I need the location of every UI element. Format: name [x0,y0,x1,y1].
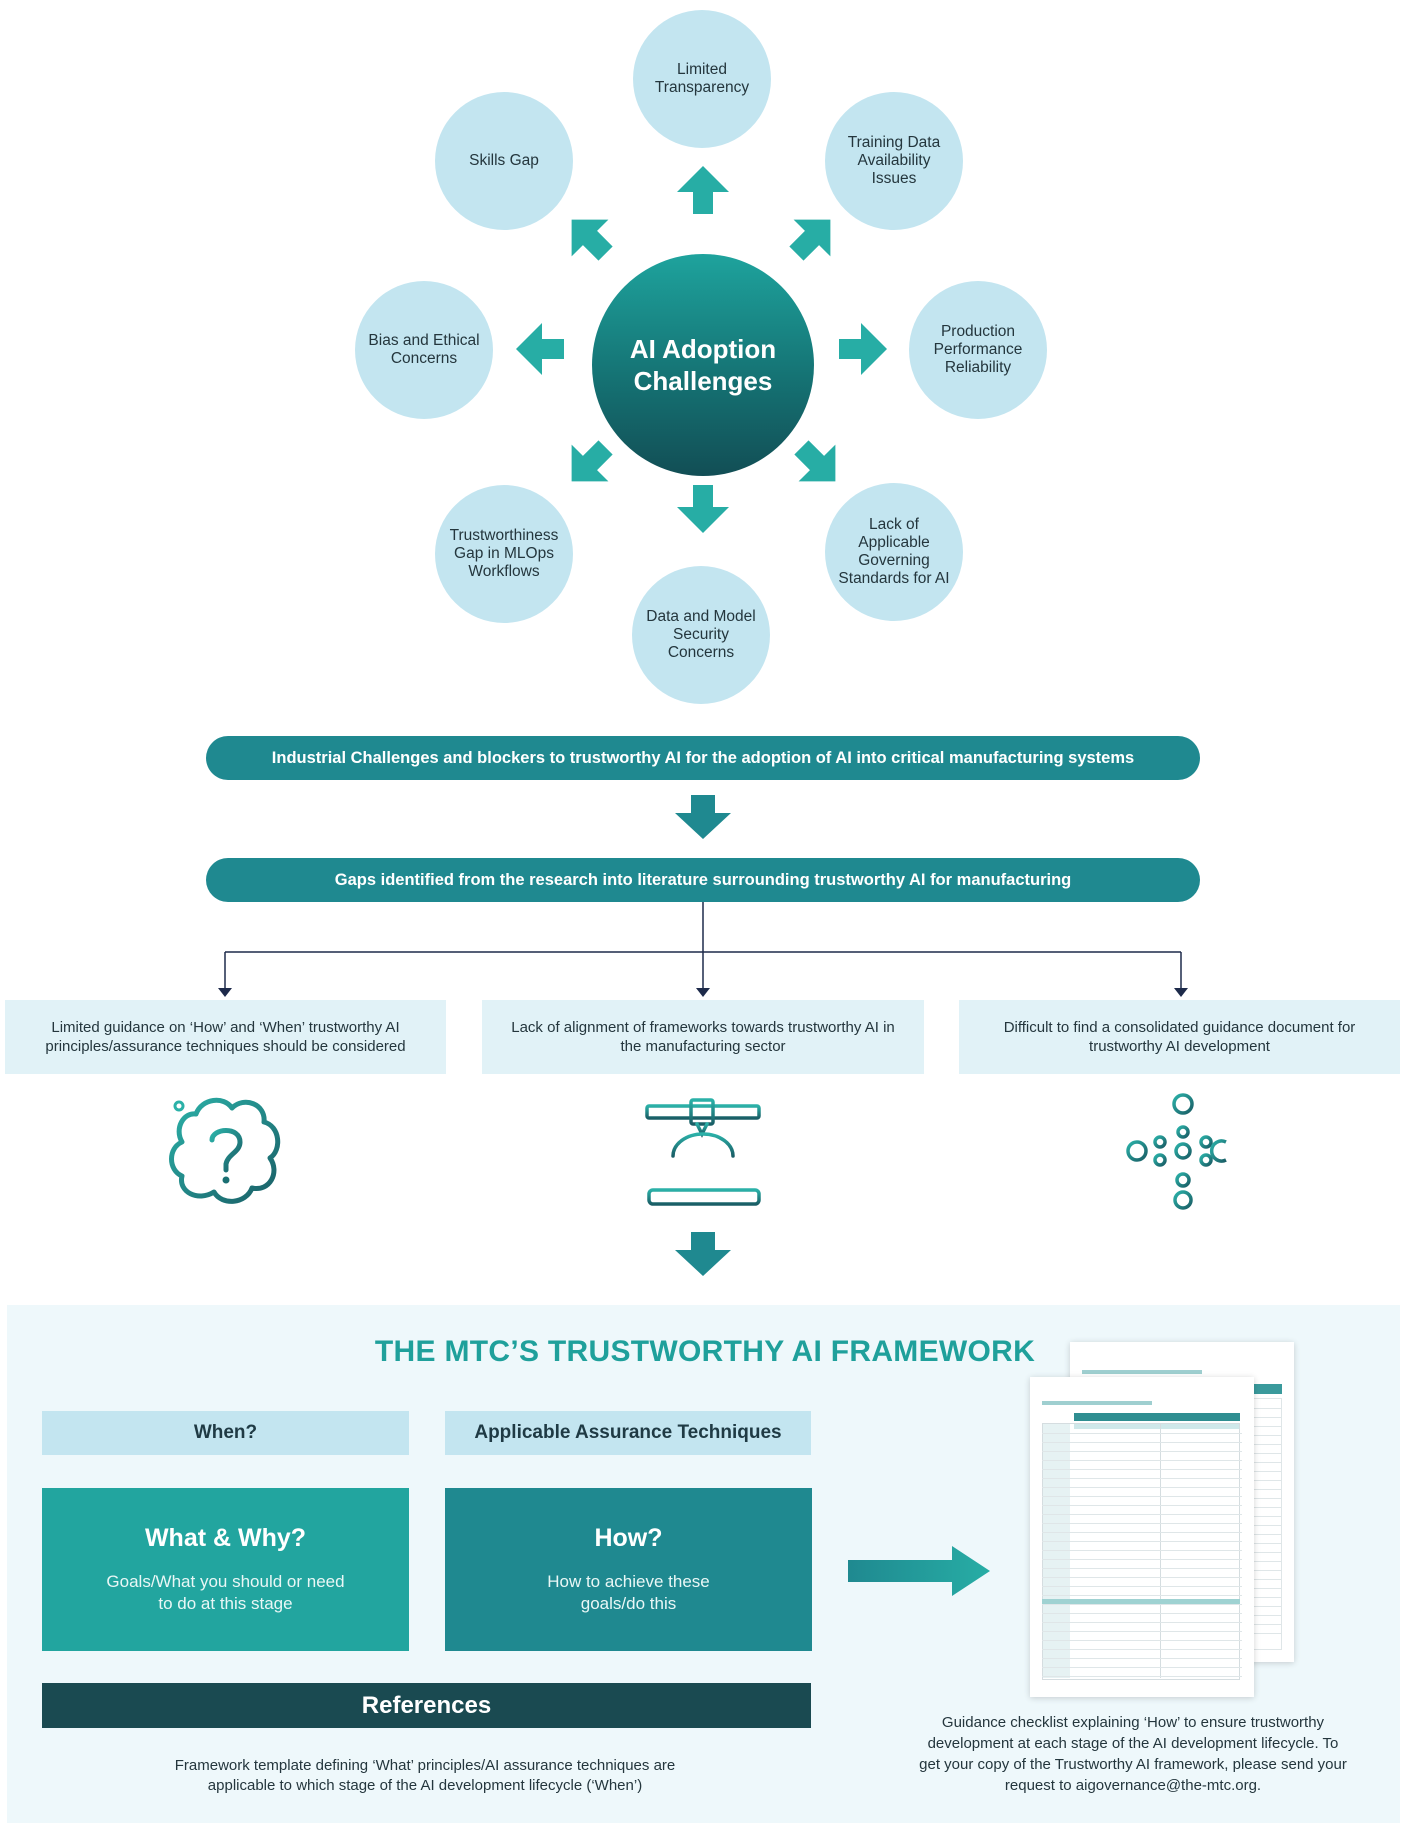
document-row [1042,1451,1242,1452]
when-label: When? [42,1411,409,1455]
document-row [1042,1505,1242,1506]
document-row [1042,1658,1242,1659]
gap-box-alignment: Lack of alignment of frameworks towards … [482,1000,924,1074]
gap-box-consolidated: Difficult to find a consolidated guidanc… [959,1000,1400,1074]
document-row [1042,1496,1242,1497]
document-row [1042,1586,1242,1587]
bubble-governing-standards: Lack of Applicable Governing Standards f… [825,483,963,621]
gaps-bar: Gaps identified from the research into l… [206,858,1200,902]
network-nodes-icon [1126,1093,1227,1210]
framework-title: THE MTC’S TRUSTWORTHY AI FRAMEWORK [374,1335,1036,1368]
question-cloud-icon [169,1097,281,1204]
arrow-up-icon [677,166,729,214]
challenges-bar: Industrial Challenges and blockers to tr… [206,736,1200,780]
arrow-down-right-icon [783,429,854,500]
right-arrow-icon [848,1546,990,1596]
document-row [1042,1568,1242,1569]
document-row [1042,1649,1242,1650]
document-row [1042,1523,1242,1524]
document-row [1042,1613,1242,1614]
arrow-down-icon [677,485,729,533]
bubble-production-performance: Production Performance Reliability [909,281,1047,419]
bubble-bias-ethical: Bias and Ethical Concerns [355,281,493,419]
checklist-document-front [1030,1377,1254,1697]
what-why-card: What & Why? Goals/What you should or nee… [42,1488,409,1651]
arrow-up-right-icon [778,201,849,272]
document-row [1042,1532,1242,1533]
references-bar: References [42,1683,811,1728]
how-title: How? [594,1524,663,1552]
document-row [1042,1478,1242,1479]
how-card: How? How to achieve these goals/do this [445,1488,812,1651]
checklist-note: Guidance checklist explaining ‘How’ to e… [919,1714,1347,1794]
hub-line-1: AI Adoption [629,334,777,364]
document-row [1042,1559,1242,1560]
bubble-training-data: Training Data Availability Issues [825,92,963,230]
3d-printer-icon [645,1098,761,1206]
hub-ai-adoption-challenges: AI Adoption Challenges [592,254,814,476]
document-row [1042,1676,1242,1677]
document-row [1042,1460,1242,1461]
radial-arrows [516,166,887,533]
what-why-title: What & Why? [144,1524,307,1552]
arrow-down-left-icon [553,429,624,500]
document-row [1042,1667,1242,1668]
what-why-text: Goals/What you should or need to do at t… [106,1572,345,1613]
document-row [1042,1514,1242,1515]
bubble-trustworthiness-gap: Trustworthiness Gap in MLOps Workflows [435,485,573,623]
hub-line-2: Challenges [633,366,773,396]
document-row [1042,1622,1242,1623]
bubble-limited-transparency: Limited Transparency [633,10,771,148]
how-text: How to achieve these goals/do this [547,1572,710,1613]
document-row [1042,1640,1242,1641]
document-row [1042,1577,1242,1578]
arrow-up-left-icon [553,201,624,272]
bubble-data-security: Data and Model Security Concerns [632,566,770,704]
document-row [1042,1595,1242,1596]
document-row [1042,1433,1242,1434]
gap-box-guidance: Limited guidance on ‘How’ and ‘When’ tru… [5,1000,446,1074]
document-row [1042,1541,1242,1542]
document-row [1042,1442,1242,1443]
document-row [1042,1631,1242,1632]
bubble-skills-gap: Skills Gap [435,92,573,230]
document-row [1042,1550,1242,1551]
techniques-label: Applicable Assurance Techniques [445,1411,811,1455]
document-row [1042,1487,1242,1488]
document-row [1042,1604,1242,1605]
arrow-right-icon [839,323,887,375]
down-arrow-icon-2 [675,1232,731,1276]
document-row [1042,1469,1242,1470]
template-note: Framework template defining ‘What’ princ… [174,1757,676,1794]
down-arrow-icon [675,795,731,839]
gap-connectors [218,902,1188,997]
arrow-left-icon [516,323,564,375]
